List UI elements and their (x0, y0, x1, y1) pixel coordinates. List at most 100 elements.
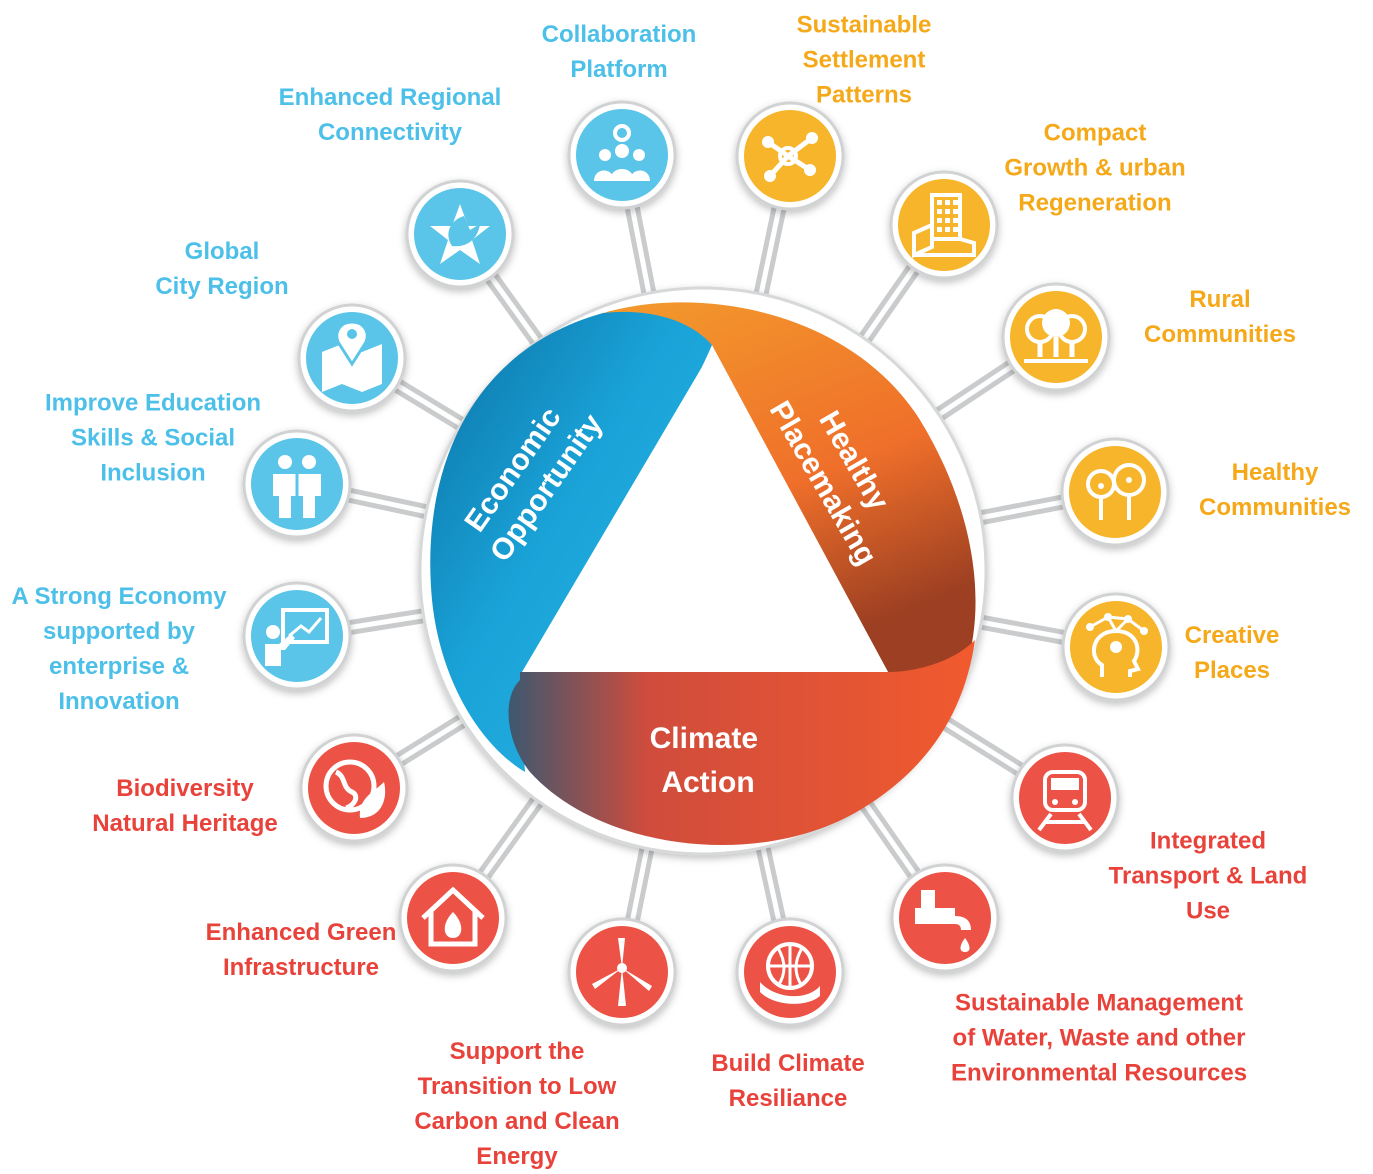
connector-rail (864, 266, 923, 348)
outcome-label-line: Resiliance (728, 1085, 848, 1112)
outcome-label-line: Communities (1198, 494, 1352, 521)
outcome-label-line: Infrastructure (222, 954, 380, 981)
outcome-node-group (242, 100, 1171, 1027)
connector-group (342, 200, 1071, 927)
outcome-label-line: Support the (449, 1038, 585, 1065)
connector-rail (624, 840, 646, 925)
outcome-label-line: Transition to Low (417, 1073, 617, 1100)
outcome-node-collaboration-platform[interactable] (567, 100, 677, 210)
outcome-node-compact-growth[interactable] (889, 170, 999, 280)
building-icon (912, 193, 976, 259)
connector-rail (762, 203, 788, 302)
outcome-node-integrated-transport[interactable] (1010, 743, 1120, 853)
connector-rail (490, 269, 547, 345)
outcome-label-line: Improve Education (44, 389, 262, 417)
outcome-node-education-skills[interactable] (242, 429, 352, 539)
outcome-label-line: City Region (155, 273, 289, 300)
connector-rail (973, 494, 1068, 517)
outcome-label-line: Enhanced Regional (278, 84, 502, 111)
outcome-label-line: Connectivity (317, 119, 463, 146)
connector-rail (482, 274, 539, 351)
outcome-label-line: Energy (476, 1143, 558, 1170)
outcome-node-low-carbon-energy[interactable] (567, 917, 677, 1027)
outcome-label-line: Healthy (1231, 459, 1319, 486)
center-triangle (522, 350, 888, 672)
outcome-label-line: Innovation (58, 688, 180, 715)
outcome-node-regional-connectivity[interactable] (405, 179, 515, 289)
outcome-node-sustainable-management[interactable] (890, 863, 1000, 973)
healthy-placemaking-band (603, 302, 976, 673)
connector-rail (344, 617, 431, 636)
connector-rail (633, 200, 658, 299)
outcome-node-green-infrastructure[interactable] (398, 863, 508, 973)
outcome-node-healthy-communities[interactable] (1060, 437, 1170, 547)
connector-rail (930, 357, 1015, 416)
outcome-label-line: Integrated (1149, 827, 1266, 855)
outcome-label-line: Places (1193, 657, 1271, 684)
node-disc (308, 742, 400, 834)
train-icon (1037, 770, 1093, 832)
presentation-chart-icon (265, 608, 329, 666)
outcome-label-line: of Water, Waste and other (952, 1024, 1246, 1052)
people-trees-icon (1086, 463, 1146, 520)
outcome-node-biodiversity[interactable] (299, 733, 409, 843)
outcome-node-build-climate-resilience[interactable] (735, 917, 845, 1027)
connector-rail (855, 800, 915, 883)
connector-rail (634, 842, 656, 927)
outcome-label-line: Patterns (815, 81, 913, 109)
outcome-label-line: Carbon and Clean (414, 1108, 620, 1135)
map-pin-icon (322, 320, 382, 392)
node-disc (1019, 752, 1111, 844)
outcome-node-sustainable-settlement-patterns[interactable] (735, 101, 845, 211)
node-disc (898, 179, 990, 271)
outcome-node-strong-economy[interactable] (242, 581, 352, 691)
connector-rail (394, 377, 470, 425)
outcome-label-line: Rural (1189, 286, 1251, 313)
outcome-label-line: Environmental Resources (950, 1059, 1248, 1087)
economic-opportunity-band (430, 310, 712, 772)
outcome-label-line: Regeneration (1018, 189, 1172, 217)
connector-rail (975, 614, 1071, 636)
outcome-node-global-city-region[interactable] (297, 303, 407, 413)
outcome-label-line: Compact (1043, 119, 1147, 147)
outcome-node-creative-places[interactable] (1061, 592, 1171, 702)
outcome-label-sustainable-management: Sustainable Management of Water, Waste an… (951, 986, 1247, 1091)
connector-rail (343, 607, 430, 626)
outcome-label-line: Biodiversity (116, 775, 254, 802)
connector-rail (764, 840, 787, 925)
trees-icon (1024, 309, 1088, 363)
wind-turbine-icon (592, 938, 652, 1006)
outcome-label-line: A Strong Economy (11, 583, 227, 610)
node-disc (1069, 446, 1161, 538)
connector-rail (389, 385, 465, 434)
outcome-label-line: Communities (1143, 321, 1297, 348)
network-nodes-icon (762, 132, 818, 182)
connector-rail (975, 503, 1070, 526)
water-tap-icon (915, 890, 971, 952)
outcome-label-line: Use (1185, 897, 1231, 925)
connector-rail (939, 712, 1028, 770)
creative-head-icon (1086, 613, 1148, 677)
house-leaf-icon (421, 886, 485, 947)
connector-rail (754, 842, 778, 927)
outcome-label-line: Inclusion (100, 459, 206, 487)
outcome-node-rural-communities[interactable] (1001, 282, 1111, 392)
connector-rail (973, 623, 1069, 646)
outcome-label-line: Sustainable Management (954, 989, 1244, 1017)
connector-rail (864, 794, 923, 877)
connector-rail (855, 260, 914, 342)
outcome-label-line: Natural Heritage (92, 810, 278, 837)
